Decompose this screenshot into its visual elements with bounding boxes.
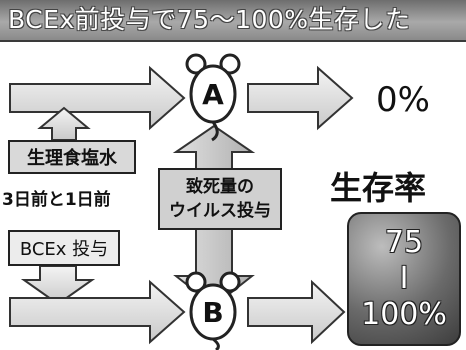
survival-value-high: 100% [361,297,447,332]
virus-dose-box: 致死量の ウイルス投与 [158,168,282,230]
virus-dose-line-1: 致死量の [186,177,254,197]
result-a-value: 0% [376,80,430,120]
arrow-to-result-a [247,65,354,131]
survival-heading: 生存率 [330,169,427,207]
page-title: BCEx前投与で75～100%生存した [8,5,411,34]
bcex-label: BCEx 投与 [19,239,109,260]
mouse-b-icon [185,271,241,350]
arrow-up-saline [37,106,91,141]
title-bar: BCEx前投与で75～100%生存した [0,0,466,42]
mouse-a-icon [185,53,241,142]
mouse-a-label: A [202,78,224,111]
bcex-box: BCEx 投与 [8,230,120,266]
arrow-to-mouse-a [9,65,186,131]
days-label: 3日前と1日前 [2,190,111,210]
saline-box: 生理食塩水 [8,140,136,174]
virus-dose-line-2: ウイルス投与 [169,201,271,221]
mouse-b-label: B [202,296,223,329]
arrow-to-mouse-b [9,279,186,345]
arrow-to-survival [247,279,346,345]
arrow-down-bcex [20,265,96,306]
survival-value-range: I [399,261,409,296]
survival-value-low: 75 [384,225,424,260]
survival-rate-box: 75 I 100% [347,212,461,346]
saline-label: 生理食塩水 [27,148,117,169]
